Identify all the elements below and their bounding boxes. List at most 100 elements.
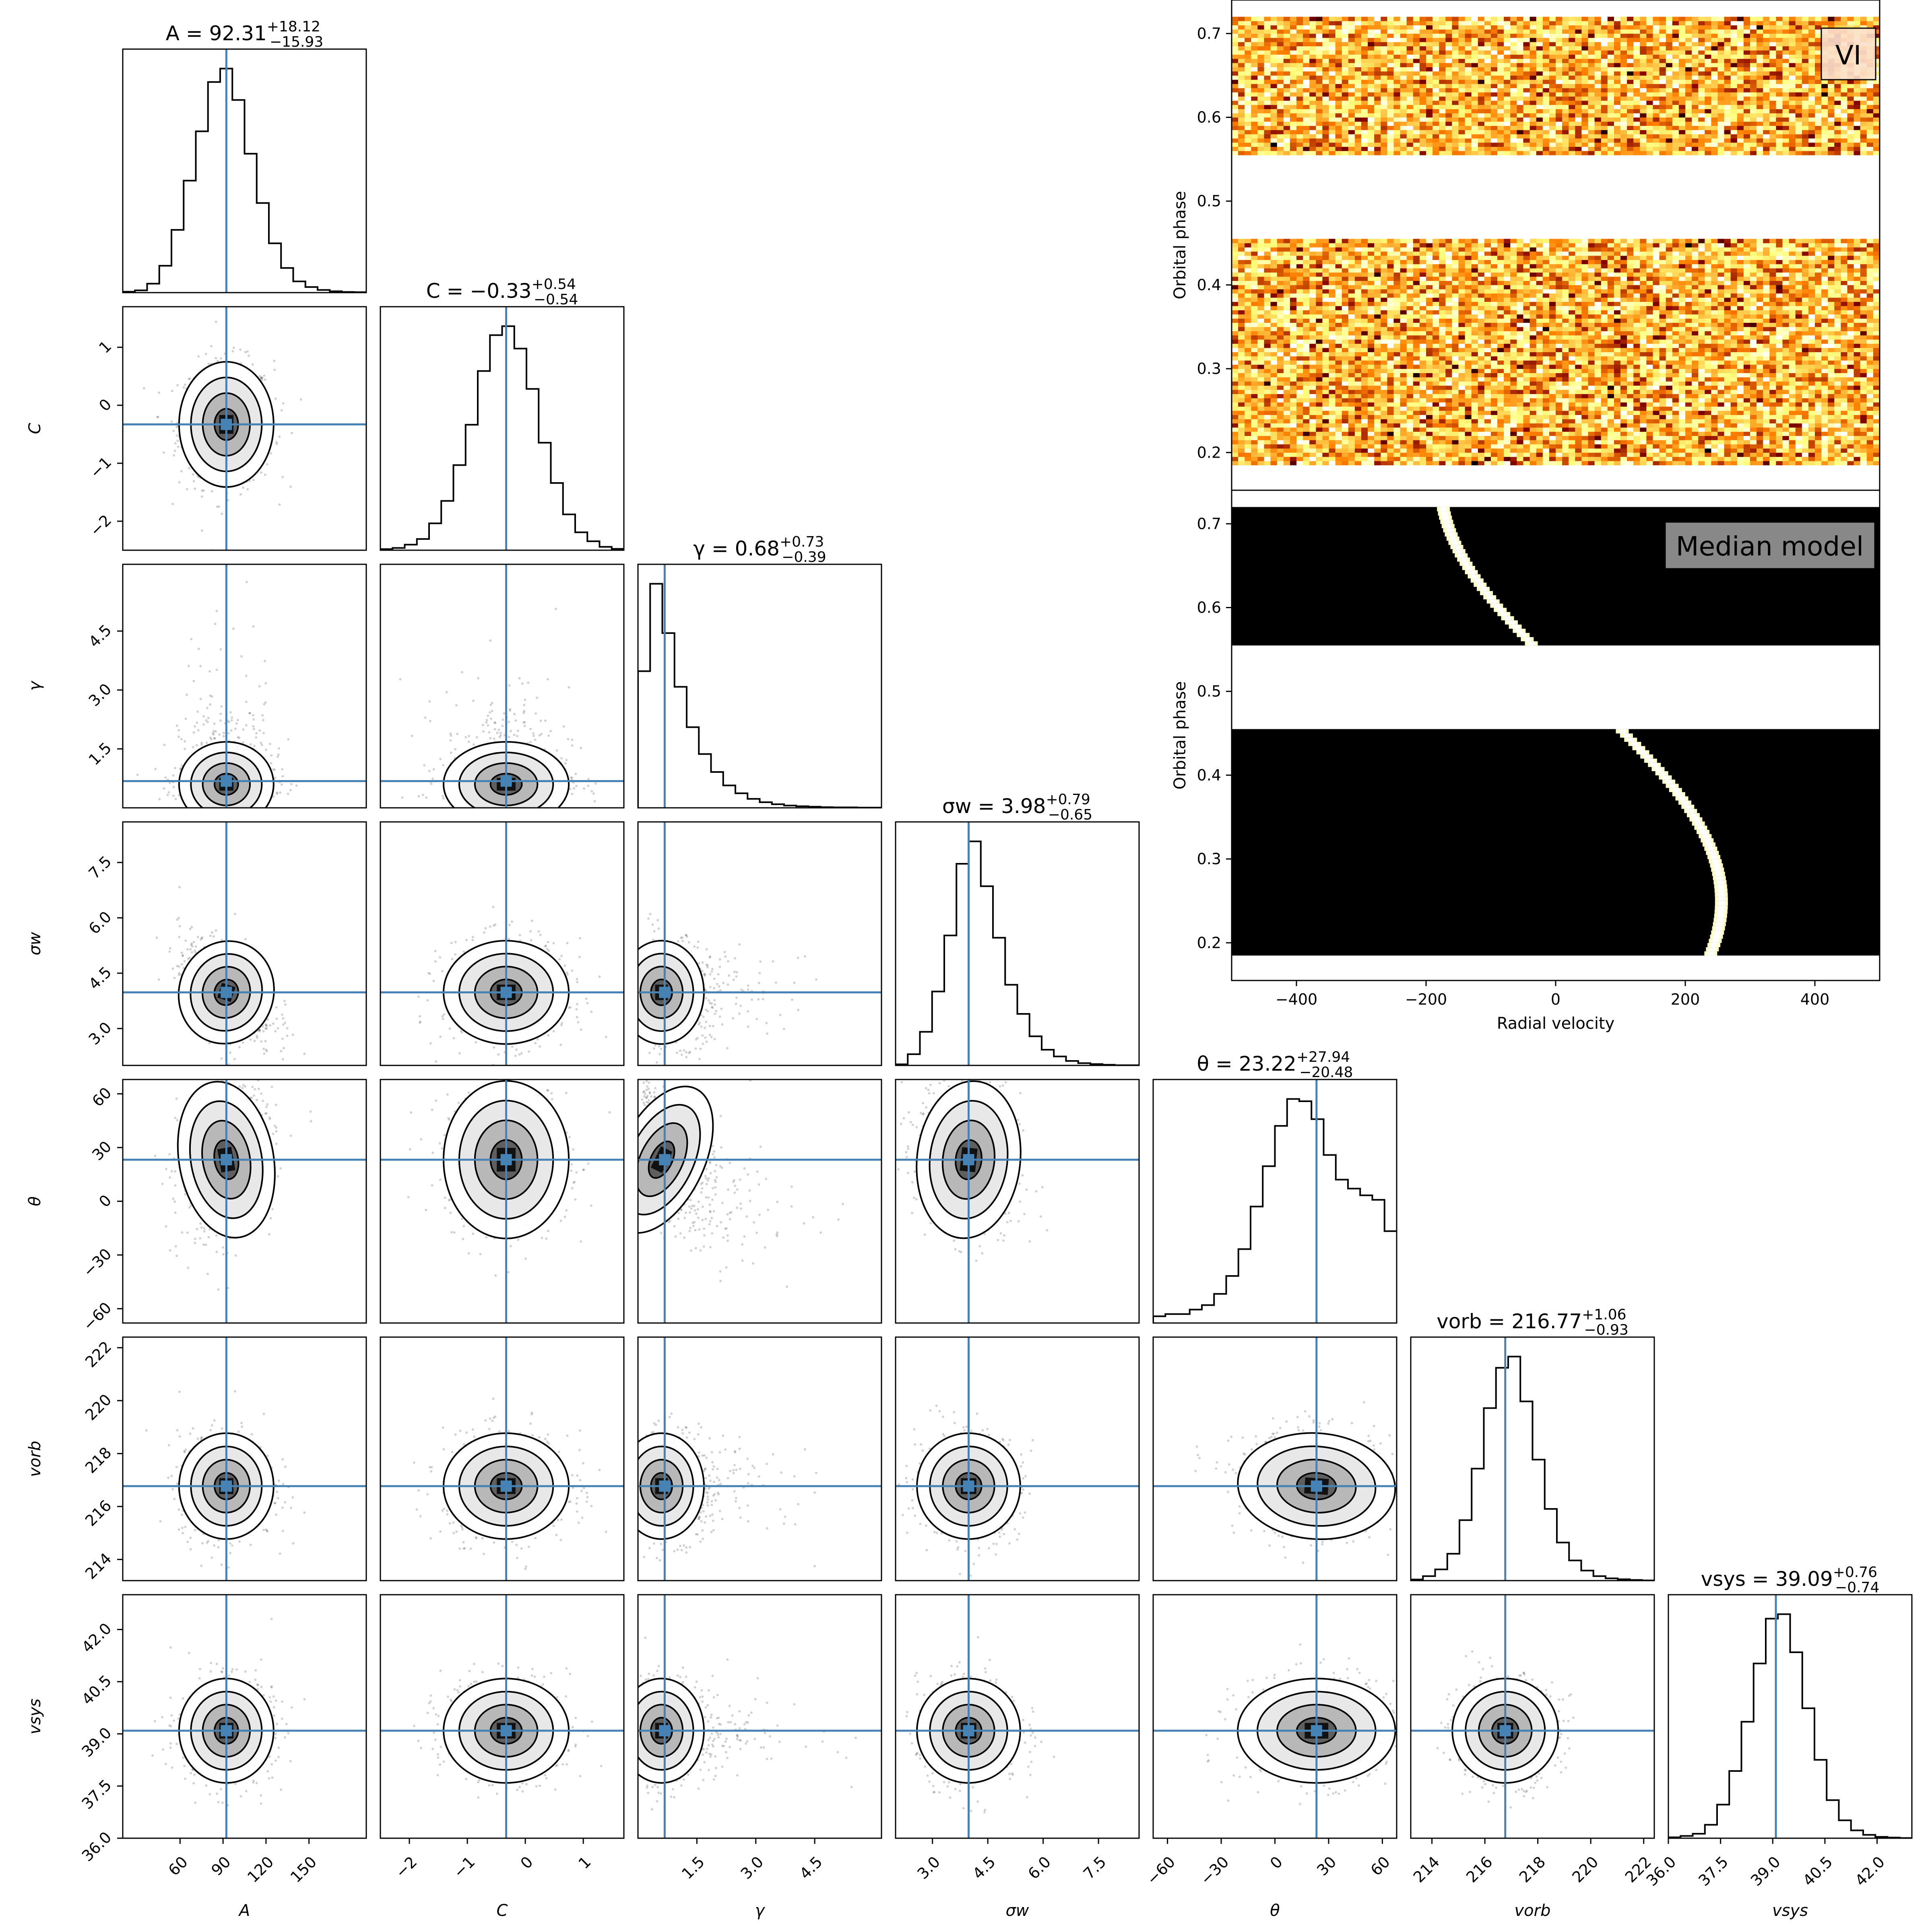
corner-panel-gamma-vs-gamma: γ = 0.68+0.73−0.39 — [637, 534, 882, 809]
corner-panel-theta-vs-gamma — [637, 1079, 882, 1324]
panel-frame — [380, 1079, 625, 1324]
histogram-v_orb — [1411, 1356, 1654, 1581]
heatmap-x-label: Radial velocity — [1497, 1014, 1615, 1033]
heatmap-y-label: Orbital phase — [1171, 681, 1189, 789]
median-marker — [1311, 1725, 1322, 1736]
heatmap-y-tick: 0.2 — [1197, 444, 1221, 461]
median-marker — [1311, 1480, 1322, 1492]
median-marker — [221, 1154, 232, 1166]
corner-panel-A-vs-A: A = 92.31+18.12−15.93 — [122, 19, 367, 293]
median-marker — [1499, 1725, 1511, 1736]
median-marker — [221, 775, 232, 787]
y-axis-label-sigma_w: σw — [26, 932, 44, 955]
heatmap-y-tick: 0.4 — [1197, 276, 1221, 294]
x-axis-label-v_sys: vsys — [1772, 1901, 1808, 1920]
x-axis-label-C: C — [497, 1901, 508, 1920]
median-marker — [500, 1480, 512, 1492]
heatmap-y-label: Orbital phase — [1171, 191, 1189, 299]
corner-panel-v_orb-vs-sigma_w — [895, 1336, 1140, 1581]
panel-frame — [380, 1336, 625, 1581]
corner-panel-v_orb-vs-theta — [1152, 1336, 1397, 1581]
density-v_sys-vs-v_orb — [1451, 1678, 1559, 1784]
panel-frame — [1152, 1336, 1397, 1581]
heatmap-y-tick: 0.4 — [1197, 766, 1221, 784]
median-marker — [659, 987, 671, 998]
panel-frame — [637, 821, 882, 1066]
title-v_sys: vsys = 39.09+0.76−0.74 — [1701, 1564, 1880, 1596]
panel-frame — [637, 564, 882, 809]
panel-frame — [122, 564, 367, 809]
panel-frame — [122, 821, 367, 1066]
histogram-gamma — [638, 583, 881, 808]
median-marker — [963, 1154, 974, 1166]
corner-panel-v_orb-vs-C — [380, 1336, 625, 1581]
corner-panel-v_orb-vs-v_orb: vorb = 216.77+1.06−0.93 — [1410, 1307, 1655, 1581]
histogram-A — [123, 68, 366, 293]
median-marker — [221, 1480, 232, 1492]
median-marker — [963, 1725, 974, 1736]
x-axis-label-v_orb: vorb — [1515, 1901, 1551, 1920]
panel-frame — [122, 306, 367, 551]
corner-panel-v_orb-vs-gamma — [637, 1336, 882, 1581]
corner-panel-C-vs-C: C = −0.33+0.54−0.54 — [380, 276, 625, 551]
panel-frame — [895, 821, 1140, 1066]
median-marker — [659, 1154, 671, 1166]
x-axis-label-sigma_w: σw — [1005, 1901, 1029, 1920]
panel-frame — [637, 1594, 882, 1839]
corner-panel-sigma_w-vs-sigma_w: σw = 3.98+0.79−0.65 — [895, 791, 1140, 1066]
panel-frame — [637, 1079, 882, 1324]
panel-frame — [895, 1079, 1140, 1324]
panel-frame — [1668, 1594, 1913, 1839]
corner-panel-theta-vs-sigma_w — [895, 1079, 1140, 1324]
title-A: A = 92.31+18.12−15.93 — [166, 19, 324, 50]
panel-frame — [380, 564, 625, 809]
x-axis-label-gamma: γ — [755, 1901, 766, 1920]
panel-label-vi: VI — [1835, 40, 1862, 71]
heatmap-x-tick: 200 — [1671, 991, 1700, 1008]
panel-frame — [895, 1594, 1140, 1839]
y-axis-label-C: C — [26, 423, 44, 434]
y-axis-label-v_orb: vorb — [26, 1441, 44, 1477]
heatmap-y-tick: 0.6 — [1197, 599, 1221, 616]
median-marker — [659, 1480, 671, 1492]
median-marker — [500, 987, 512, 998]
panel-label-median-model: Median model — [1676, 531, 1864, 562]
histogram-sigma_w — [896, 840, 1139, 1065]
corner-panel-sigma_w-vs-C — [380, 821, 625, 1066]
heatmap-x-tick: −200 — [1405, 991, 1447, 1008]
heatmap-y-tick: 0.2 — [1197, 934, 1221, 952]
title-gamma: γ = 0.68+0.73−0.39 — [693, 534, 826, 566]
histogram-v_sys — [1668, 1613, 1912, 1838]
median-marker — [221, 987, 232, 998]
heatmap-x-tick: 400 — [1800, 991, 1830, 1008]
panel-frame — [1152, 1079, 1397, 1324]
heatmap-x-tick: −400 — [1276, 991, 1317, 1008]
heatmap-y-tick: 0.3 — [1197, 850, 1221, 868]
title-C: C = −0.33+0.54−0.54 — [426, 276, 578, 308]
x-axis-label-A: A — [238, 1901, 250, 1920]
panel-frame — [380, 306, 625, 551]
density-theta-vs-C — [443, 1080, 570, 1239]
panel-frame — [1410, 1594, 1655, 1839]
heatmap-y-tick: 0.5 — [1197, 192, 1221, 210]
median-marker — [500, 775, 512, 787]
panel-frame — [1410, 1336, 1655, 1581]
median-marker — [659, 1725, 671, 1736]
panel-frame — [122, 48, 367, 293]
median-marker — [500, 1725, 512, 1736]
panel-frame — [637, 1336, 882, 1581]
median-marker — [500, 1154, 512, 1166]
corner-panel-gamma-vs-C — [380, 564, 625, 809]
corner-panel-theta-vs-C — [380, 1079, 625, 1324]
median-marker — [221, 1725, 232, 1736]
panel-frame — [380, 821, 625, 1066]
histogram-theta — [1153, 1098, 1397, 1323]
corner-panel-gamma-vs-A: 4.53.01.5γ — [26, 564, 367, 809]
title-theta: θ = 23.22+27.94−20.48 — [1197, 1049, 1353, 1081]
heatmap-y-tick: 0.7 — [1197, 25, 1221, 42]
histogram-C — [380, 325, 624, 550]
